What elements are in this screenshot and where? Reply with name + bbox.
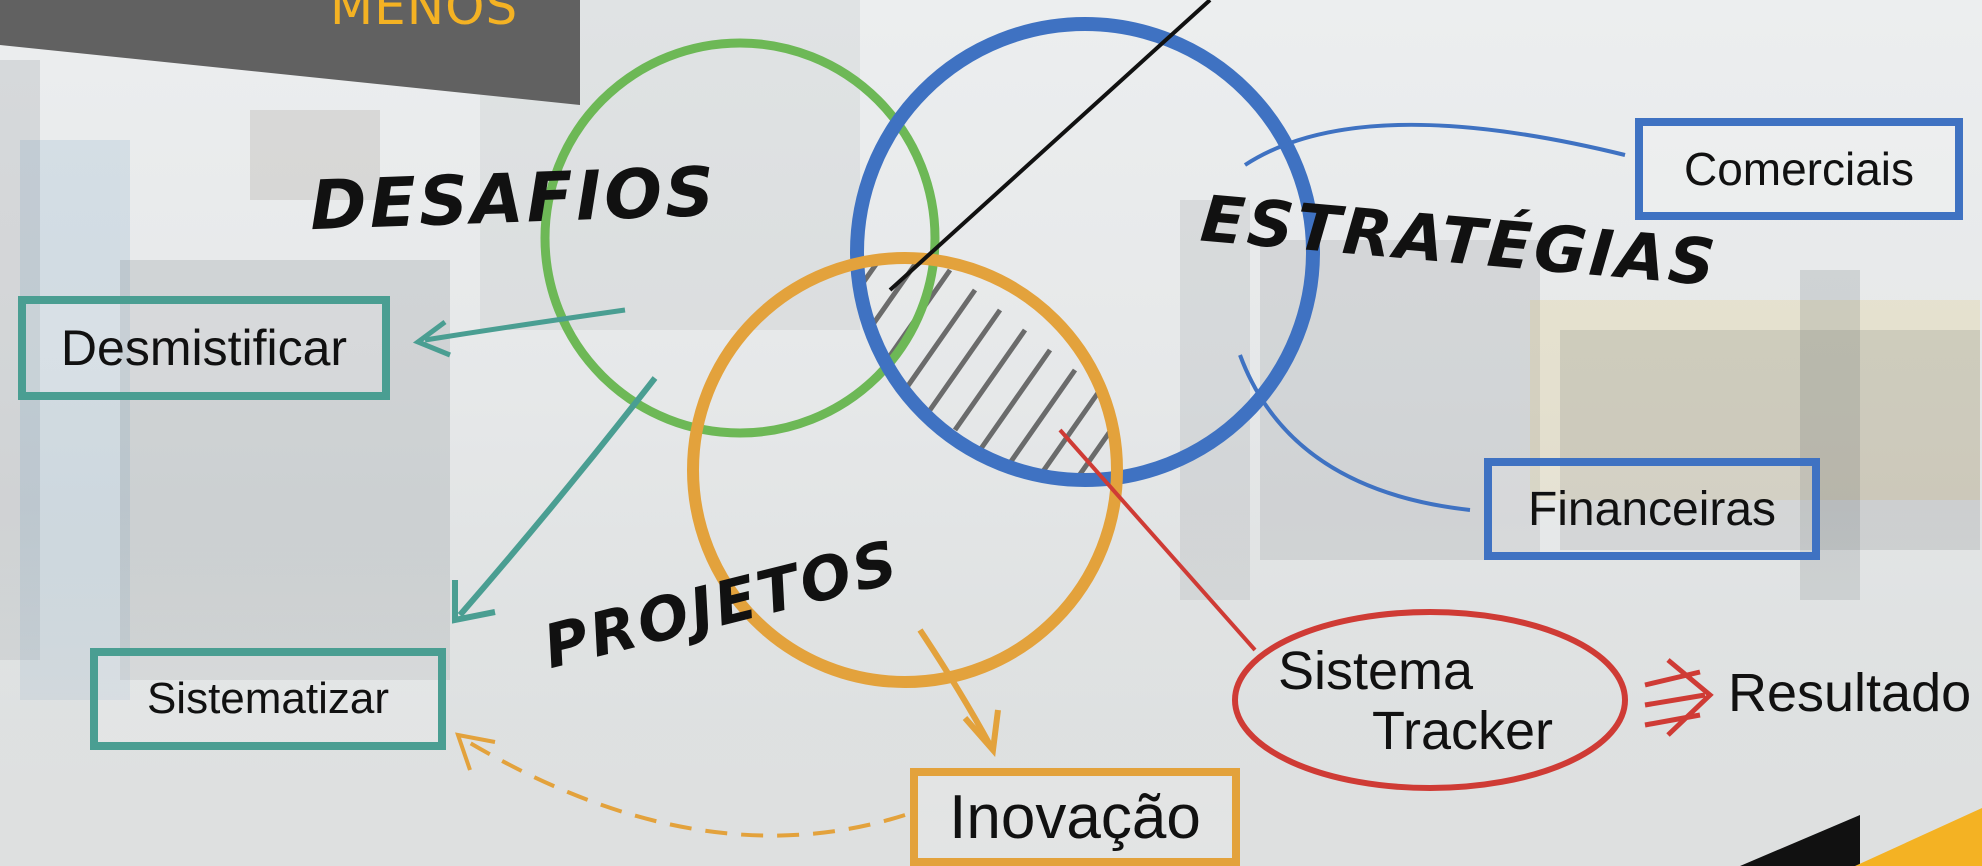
label-desafios: DESAFIOS — [308, 152, 719, 247]
tracker-link-line — [1058, 428, 1257, 652]
resultado-label: Resultado — [1728, 663, 1972, 723]
dashed-feedback-curve — [463, 738, 906, 838]
tracker-ellipse — [1232, 609, 1628, 791]
arrowhead-sistematizar — [452, 580, 496, 624]
desmistificar-box: Desmistificar — [18, 296, 390, 400]
corner-accent-black — [1740, 815, 1860, 866]
projetos-circle — [687, 252, 1123, 688]
curve-to-financeiras — [1238, 354, 1471, 512]
financeiras-box: Financeiras — [1484, 458, 1820, 560]
arrow-to-sistematizar — [457, 376, 658, 617]
estrategias-circle — [850, 17, 1320, 487]
arrowhead-inovacao — [962, 709, 1001, 758]
corner-banner — [0, 0, 580, 105]
corner-title: MENOS — [330, 0, 519, 36]
corner-accent-yellow — [1855, 808, 1982, 866]
arrow-to-inovacao — [917, 628, 993, 747]
arrow-to-desmistificar — [424, 307, 626, 343]
arrow-to-resultado — [1644, 658, 1714, 737]
arrowhead-desmistificar — [412, 319, 451, 358]
comerciais-box: Comerciais — [1635, 118, 1963, 220]
tracker-line1: Sistema — [1278, 641, 1474, 701]
desafios-circle — [540, 38, 940, 438]
pointer-line — [888, 0, 1212, 292]
inovacao-box: Inovação — [910, 768, 1240, 866]
dashed-feedback-arrowhead — [454, 732, 496, 771]
tracker-line2: Tracker — [1372, 701, 1554, 761]
curve-to-comerciais — [1243, 122, 1626, 167]
sistematizar-box: Sistematizar — [90, 648, 446, 750]
